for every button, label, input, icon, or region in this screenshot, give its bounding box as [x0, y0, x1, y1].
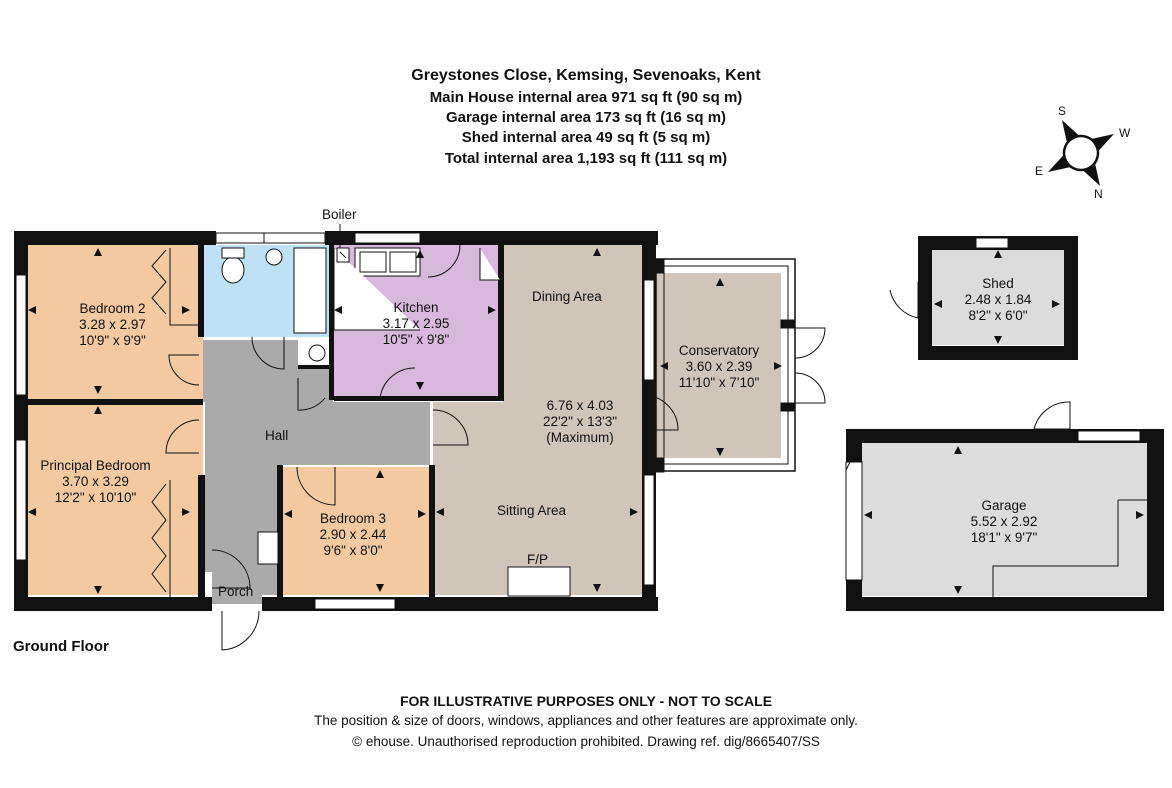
fireplace-label: F/P: [527, 552, 549, 567]
compass-north: N: [1094, 187, 1103, 201]
disclaimer: FOR ILLUSTRATIVE PURPOSES ONLY - NOT TO …: [399, 693, 773, 709]
internal-doors: [165, 244, 679, 651]
compass-icon: [1048, 120, 1114, 186]
kitchen-label: Kitchen 3.17 x 2.95 10'5" x 9'8": [366, 300, 466, 348]
floor-label: Ground Floor: [13, 638, 109, 655]
conservatory-imperial: 11'10" x 7'10": [678, 375, 760, 390]
compass-south: S: [1058, 104, 1067, 118]
sitting-label: Sitting Area: [497, 503, 567, 518]
principal-bedroom-imperial: 12'2" x 10'10": [54, 490, 137, 505]
fireplace-icon: [507, 566, 571, 597]
bedroom3-label: Bedroom 3 2.90 x 2.44 9'6" x 8'0": [297, 511, 409, 559]
living-fill: [433, 245, 642, 595]
compass-east: E: [1035, 164, 1044, 178]
bedroom2-metric: 3.28 x 2.97: [79, 317, 146, 332]
shed-metric: 2.48 x 1.84: [964, 292, 1032, 307]
living-imperial: 22'2" x 13'3": [542, 414, 618, 429]
hall-fill: [203, 340, 430, 595]
kitchen-metric: 3.17 x 2.95: [382, 316, 450, 331]
boiler-label: Boiler: [322, 207, 357, 222]
shed-label: Shed 2.48 x 1.84 8'2" x 6'0": [948, 276, 1048, 324]
footer-note: The position & size of doors, windows, a…: [314, 713, 858, 728]
garage-window: [1077, 430, 1141, 442]
hall-label: Hall: [265, 428, 289, 443]
bedroom3-fill: [282, 467, 429, 595]
plan-title: Greystones Close, Kemsing, Sevenoaks, Ke…: [411, 67, 761, 84]
garage-area: Garage internal area 173 sq ft (16 sq m): [445, 109, 727, 126]
shed-imperial: 8'2" x 6'0": [968, 308, 1028, 323]
garage-side-door: [1033, 401, 1071, 430]
garage-fill: [862, 443, 1147, 596]
wardrobes: [151, 248, 198, 597]
bedroom2-name: Bedroom 2: [79, 301, 146, 316]
boiler-icon: [336, 247, 350, 263]
principal-bedroom-name: Principal Bedroom: [40, 458, 151, 473]
principal-bedroom-metric: 3.70 x 3.29: [62, 474, 129, 489]
conservatory-fill: [656, 273, 781, 458]
total-area: Total internal area 1,193 sq ft (111 sq …: [444, 150, 728, 167]
conservatory-metric: 3.60 x 2.39: [685, 359, 753, 374]
garage-up-door: [845, 461, 863, 581]
principal-bedroom-fill: [28, 405, 203, 595]
bedroom3-imperial: 9'6" x 8'0": [323, 543, 383, 558]
bedroom2-fill: [28, 245, 203, 400]
principal-bedroom-label: Principal Bedroom 3.70 x 3.29 12'2" x 10…: [28, 458, 163, 506]
bedroom3-metric: 2.90 x 2.44: [319, 527, 387, 542]
porch-label: Porch: [218, 584, 254, 599]
compass-west: W: [1119, 126, 1131, 140]
shed-area: Shed internal area 49 sq ft (5 sq m): [461, 129, 711, 146]
bathroom-fixtures: [221, 247, 327, 362]
copyright: © ehouse. Unauthorised reproduction proh…: [352, 734, 820, 749]
garage-imperial: 18'1" x 9'7": [970, 530, 1038, 545]
conservatory-name: Conservatory: [678, 343, 760, 358]
kitchen-fill: [333, 245, 500, 398]
conservatory-label: Conservatory 3.60 x 2.39 11'10" x 7'10": [663, 343, 775, 391]
porch-step: [257, 531, 279, 565]
living-note: (Maximum): [546, 430, 614, 445]
garage-label: Garage 5.52 x 2.92 18'1" x 9'7": [949, 498, 1059, 546]
measure-arrows: [28, 248, 1144, 594]
shed-door: [889, 282, 919, 319]
garage-name: Garage: [981, 498, 1027, 513]
kitchen-imperial: 10'5" x 9'8": [382, 332, 450, 347]
kitchen-fixtures: [333, 247, 500, 331]
shed-fill: [932, 250, 1064, 345]
shed-window: [975, 237, 1009, 249]
bedroom3-name: Bedroom 3: [319, 511, 387, 526]
living-label: 6.76 x 4.03 22'2" x 13'3" (Maximum): [520, 398, 640, 446]
conservatory-frame: [655, 258, 796, 473]
living-metric: 6.76 x 4.03: [546, 398, 614, 413]
garage-metric: 5.52 x 2.92: [970, 514, 1038, 529]
dining-label: Dining Area: [532, 289, 602, 304]
bedroom2-label: Bedroom 2 3.28 x 2.97 10'9" x 9'9": [40, 301, 185, 349]
shed-name: Shed: [982, 276, 1014, 291]
bedroom2-imperial: 10'9" x 9'9": [79, 333, 146, 348]
garage-step: [992, 499, 1147, 597]
conservatory-door: [794, 327, 826, 404]
kitchen-name: Kitchen: [393, 300, 439, 315]
main-house-area: Main House internal area 971 sq ft (90 s…: [429, 89, 743, 106]
shed-walls: [918, 236, 1078, 360]
